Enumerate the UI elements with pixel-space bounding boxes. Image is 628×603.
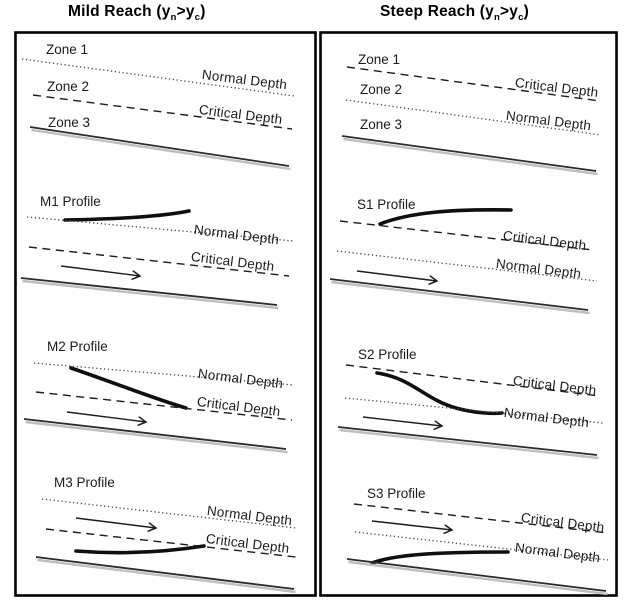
mild-zone-2-label: Zone 2	[47, 79, 90, 94]
s2-bed-shadow	[339, 428, 599, 460]
m1-bed-shadow	[22, 279, 279, 310]
mild-title-close: )	[200, 3, 206, 20]
steep-zone-3-label: Zone 3	[360, 117, 403, 132]
m1-profile-curve	[63, 209, 191, 222]
steep-zones-critical-depth-line	[346, 66, 601, 102]
mild-title-sub-n: n	[170, 12, 177, 24]
steep-reach-title: Steep Reach (yn>yc)	[380, 3, 529, 23]
mild-zones-bed-shadow	[31, 128, 291, 171]
m2-critical-depth-line	[35, 391, 293, 421]
m1-profile-label: M1 Profile	[40, 194, 101, 209]
mild-title-text: Mild Reach (y	[68, 3, 171, 20]
m1-critical-depth-line	[28, 246, 290, 277]
steep-title-sub-n: n	[493, 12, 500, 24]
m2-normal-depth-line	[33, 362, 295, 386]
m3-bed-shadow	[37, 558, 296, 594]
m2-flow-arrow	[66, 411, 146, 422]
mild-zones-normal-depth-line	[21, 58, 296, 97]
mild-zones-critical-depth-line	[32, 94, 293, 130]
steep-title-sub-c: c	[518, 12, 524, 24]
steep-zone-2-label: Zone 2	[360, 82, 403, 97]
s2-profile-label: S2 Profile	[358, 347, 417, 362]
s3-flow-arrow	[371, 520, 452, 530]
steep-panel-border	[319, 31, 618, 597]
mild-zones-bed-line	[29, 126, 290, 167]
steep-zones-bed-line	[341, 135, 597, 172]
s1-profile-curve	[378, 208, 513, 226]
s1-critical-depth-line	[339, 220, 594, 251]
steep-zones-bed-shadow	[343, 137, 598, 176]
m2-bed-line	[23, 418, 287, 450]
s1-bed-shadow	[331, 280, 590, 315]
s1-bed-line	[329, 278, 589, 311]
steep-title-operator: >y	[500, 3, 519, 20]
s1-profile-label: S1 Profile	[357, 197, 416, 212]
s2-critical-depth-line	[345, 364, 601, 397]
mild-title-sub-c: c	[194, 12, 201, 24]
m3-flow-arrow	[75, 517, 156, 528]
steep-zone-1-label: Zone 1	[358, 52, 401, 67]
m2-bed-shadow	[25, 420, 288, 454]
mild-reach-title: Mild Reach (yn>yc)	[68, 3, 206, 23]
s3-profile-curve	[370, 550, 510, 565]
m1-normal-depth-line	[26, 216, 294, 242]
m1-flow-arrow	[60, 265, 140, 276]
s3-profile-label: S3 Profile	[367, 486, 426, 501]
m3-critical-depth-line	[45, 528, 297, 558]
s1-normal-depth-line	[336, 250, 598, 282]
s1-flow-arrow	[356, 270, 437, 281]
s3-bed-shadow	[348, 560, 608, 596]
m3-bed-line	[35, 556, 295, 590]
s2-profile-curve	[375, 371, 504, 416]
m2-profile-label: M2 Profile	[47, 339, 108, 354]
m2-profile-curve	[69, 366, 188, 410]
mild-title-operator: >y	[176, 3, 195, 20]
s2-normal-depth-line	[344, 397, 604, 424]
s3-critical-depth-line	[353, 503, 609, 534]
mild-zone-1-label: Zone 1	[46, 42, 89, 57]
mild-zone-3-label: Zone 3	[48, 115, 91, 130]
steep-title-close: )	[523, 3, 529, 20]
s3-bed-line	[346, 558, 607, 592]
m3-profile-curve	[74, 544, 206, 555]
m1-bed-line	[20, 277, 278, 306]
s2-flow-arrow	[362, 416, 442, 426]
mild-panel-border	[14, 31, 317, 597]
s2-bed-line	[337, 426, 598, 456]
steep-title-text: Steep Reach (y	[380, 3, 494, 20]
m3-profile-label: M3 Profile	[54, 475, 115, 490]
